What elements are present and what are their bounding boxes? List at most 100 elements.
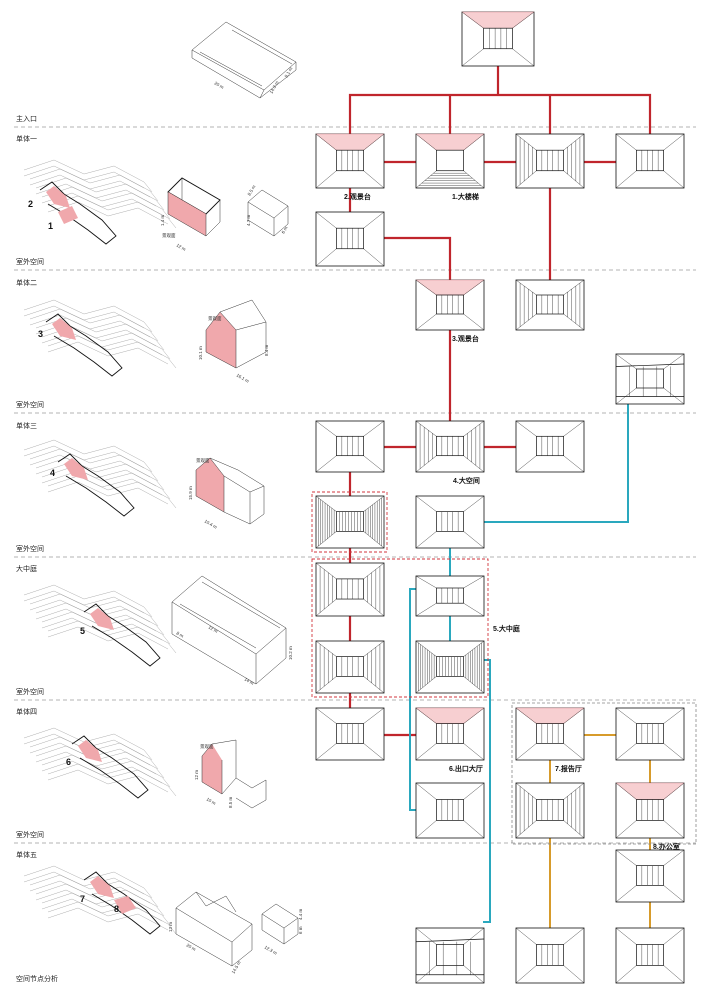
perspective-view-frame [415,420,485,473]
dim-label: 12 m [194,770,199,780]
section-label-outdoor-2: 室外空间 [16,400,44,409]
perspective-view-frame [415,927,485,984]
site-plan-iso [23,439,177,517]
dim-label: 1.4 m [160,214,165,226]
plan-number-3: 3 [38,329,43,339]
perspective-view-frame [415,575,485,617]
dim-label: 4.7 m [246,214,251,226]
dim-label: 6 m [298,926,303,934]
dim-label: 12 m [176,243,187,252]
node-labels: 2.观景台 1.大楼梯 3.观景台 4.大空间 5.大中庭 6.出口大厅 7.报… [344,192,680,851]
dim-label: 4.4 m [298,908,303,920]
gold-circulation-path [549,734,651,928]
plan-number-7: 7 [80,894,85,904]
unit3-volume-iso: 景观面 15.9 m 10.4 m [188,457,265,530]
plan-number-6: 6 [66,757,71,767]
perspective-view-frame [515,782,585,839]
perspective-view-frame [315,562,385,617]
node-label-2: 2.观景台 [344,192,371,201]
perspective-view-frame [415,133,485,189]
perspective-view-frame [415,495,485,549]
section-label-unit-2: 单体二 [16,278,37,287]
perspective-view-frame [415,279,485,331]
dim-label: 10.1 m [198,346,203,360]
section-label-outdoor-1: 室外空间 [16,257,44,266]
perspective-view-frame [615,927,685,984]
perspective-view-frame [515,279,585,331]
perspective-view-frame [315,640,385,694]
perspective-view-frame [315,133,385,189]
perspective-view-frame [515,420,585,473]
node-label-5: 5.大中庭 [493,624,521,633]
perspective-view-frame [615,353,685,405]
dim-tag: 景观面 [162,233,176,239]
section-label-courtyard: 大中庭 [16,564,37,573]
plan-number-2: 2 [28,199,33,209]
perspective-view-frame [615,133,685,189]
courtyard-group-outline [311,558,489,698]
dim-label: 14.3 m [269,80,280,95]
section-label-outdoor-5: 室外空间 [16,830,44,839]
unit5-volume-iso: 13 m 20 m 14.5 m 12.3 m 6 m 4.4 m [168,891,303,975]
unit4-volume-iso: 景观面 12 m 8.5 m 10 m [194,739,267,809]
dim-tag: 景观面 [208,316,222,322]
dim-label: 8.5 m [247,184,257,196]
plan-number-1: 1 [48,221,53,231]
dim-label: 6 m [281,225,289,234]
perspective-view-frame [315,707,385,761]
node-label-4: 4.大空间 [453,476,480,485]
section-label-unit-4: 单体四 [16,707,37,716]
perspective-frames [315,11,685,984]
site-plan-isometrics [23,159,177,935]
perspective-view-frame [315,495,385,549]
dim-label: 20 m [186,943,197,952]
footer-title: 空间节点分析 [16,974,58,983]
courtyard-volume-iso: 12 m 8 m 10.2 m 14 m [171,575,293,686]
perspective-view-frame [315,211,385,267]
dim-label: 8.1 m [284,66,294,78]
node-label-7: 7.报告厅 [555,764,582,773]
dim-label: 13 m [168,922,173,932]
dim-label: 12 m [208,625,219,634]
section-label-outdoor-3: 室外空间 [16,544,44,553]
dim-label: 10.4 m [204,519,219,530]
site-plan-iso [23,584,177,667]
perspective-view-frame [315,420,385,473]
dim-label: 14 m [244,677,255,686]
section-labels: 主入口 单体一 室外空间 单体二 室外空间 单体三 室外空间 大中庭 室外空间 … [16,114,58,983]
dim-tag: 景观面 [200,744,214,750]
section-label-outdoor-4: 室外空间 [16,687,44,696]
unit1-volume-iso: 景观面 12 m 1.4 m 8.5 m 4.7 m 6 m [160,177,289,252]
top-volume-iso: 20 m 14.3 m 8.1 m [191,21,297,99]
section-label-unit-1: 单体一 [16,134,37,143]
node-label-1: 1.大楼梯 [452,192,479,201]
red-circulation-path [348,66,652,737]
node-group-outline [311,491,388,553]
dim-label: 14.5 m [231,960,242,975]
dim-label: 10.2 m [288,646,293,660]
section-label-unit-5: 单体五 [16,850,37,859]
node-label-8: 8.办公室 [653,842,680,851]
section-dividers [14,126,696,844]
perspective-view-frame [615,782,685,839]
dim-label: 10 m [206,797,217,806]
perspective-view-frame [461,11,535,67]
site-plan-iso [23,159,177,245]
section-label-main-entrance: 主入口 [16,114,37,123]
site-plan-iso [23,727,177,799]
perspective-view-frame [415,707,485,761]
plan-numbers: 2 1 3 4 5 6 7 8 [28,199,119,914]
perspective-view-frame [415,640,485,694]
perspective-view-frame [615,707,685,761]
dim-label: 8.4 m [264,344,269,356]
perspective-view-frame [615,849,685,903]
perspective-view-frame [515,133,585,189]
plan-number-5: 5 [80,626,85,636]
node-label-6: 6.出口大厅 [449,764,483,773]
perspective-view-frame [515,707,585,761]
perspective-view-frame [415,782,485,839]
section-label-unit-3: 单体三 [16,421,37,430]
dim-label: 8.5 m [228,796,233,808]
site-plan-iso [23,865,177,935]
